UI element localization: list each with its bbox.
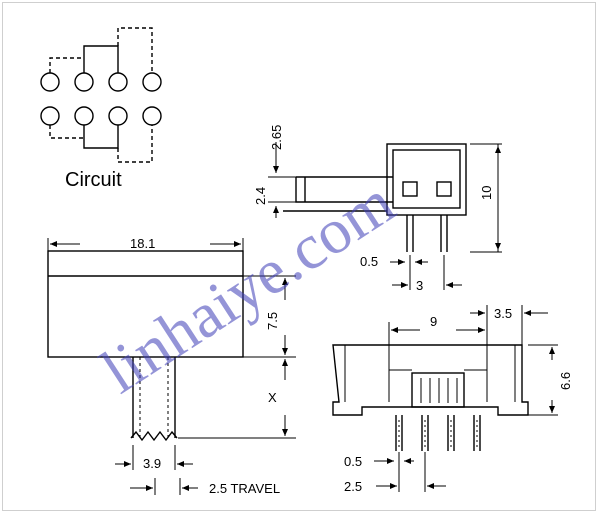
dim-9: 9	[430, 314, 437, 329]
dim-travel: 2.5 TRAVEL	[209, 481, 280, 496]
dim-18-1: 18.1	[130, 236, 155, 251]
side-legs	[406, 215, 448, 252]
solid-link	[83, 125, 119, 149]
dashed-link	[49, 125, 84, 139]
front-view	[47, 250, 244, 442]
front-dims	[47, 238, 296, 495]
watermark: linhaiye.com	[89, 166, 406, 407]
front-actuator-break	[130, 430, 178, 442]
pin-circle	[108, 106, 128, 126]
side-contact	[402, 181, 418, 197]
circuit-label: Circuit	[65, 169, 122, 191]
dim-7-5: 7.5	[265, 312, 280, 330]
bottom-legs-dashed	[398, 420, 478, 448]
bottom-actuator	[411, 372, 465, 408]
dim-2-4: 2.4	[253, 187, 268, 205]
side-housing	[386, 143, 467, 216]
pin-circle	[40, 72, 60, 92]
pin-circle	[142, 106, 162, 126]
dashed-link	[117, 125, 153, 163]
pin-circle	[40, 106, 60, 126]
dim-3-5: 3.5	[494, 306, 512, 321]
side-housing-inner	[392, 149, 461, 209]
dim-10: 10	[479, 186, 494, 200]
front-housing	[47, 250, 244, 358]
pin-circle	[74, 106, 94, 126]
dim-6-6: 6.6	[558, 372, 573, 390]
pin-circle	[142, 72, 162, 92]
dim-0-5-bot: 0.5	[344, 454, 362, 469]
dashed-link	[49, 57, 84, 73]
bottom-housing-inner	[344, 345, 516, 402]
dim-x: X	[268, 390, 277, 405]
bottom-view	[332, 344, 529, 451]
side-dims	[268, 142, 502, 290]
side-contact	[436, 181, 452, 197]
front-actuator-dashed	[139, 357, 169, 440]
bottom-actuator-ridges	[420, 378, 458, 403]
pin-circle	[108, 72, 128, 92]
solid-link	[83, 45, 119, 73]
pin-circle	[74, 72, 94, 92]
dashed-link	[117, 27, 153, 73]
front-actuator	[132, 357, 176, 438]
bottom-housing	[332, 344, 529, 416]
bottom-frame	[388, 369, 488, 402]
dim-0-5-top: 0.5	[360, 254, 378, 269]
dim-3-9: 3.9	[143, 456, 161, 471]
dim-2-65: 2.65	[269, 125, 284, 150]
dim-2-5: 2.5	[344, 479, 362, 494]
circuit-diagram	[40, 27, 162, 163]
bottom-dims	[374, 305, 558, 492]
dim-3: 3	[416, 278, 423, 293]
bottom-legs	[395, 415, 481, 451]
